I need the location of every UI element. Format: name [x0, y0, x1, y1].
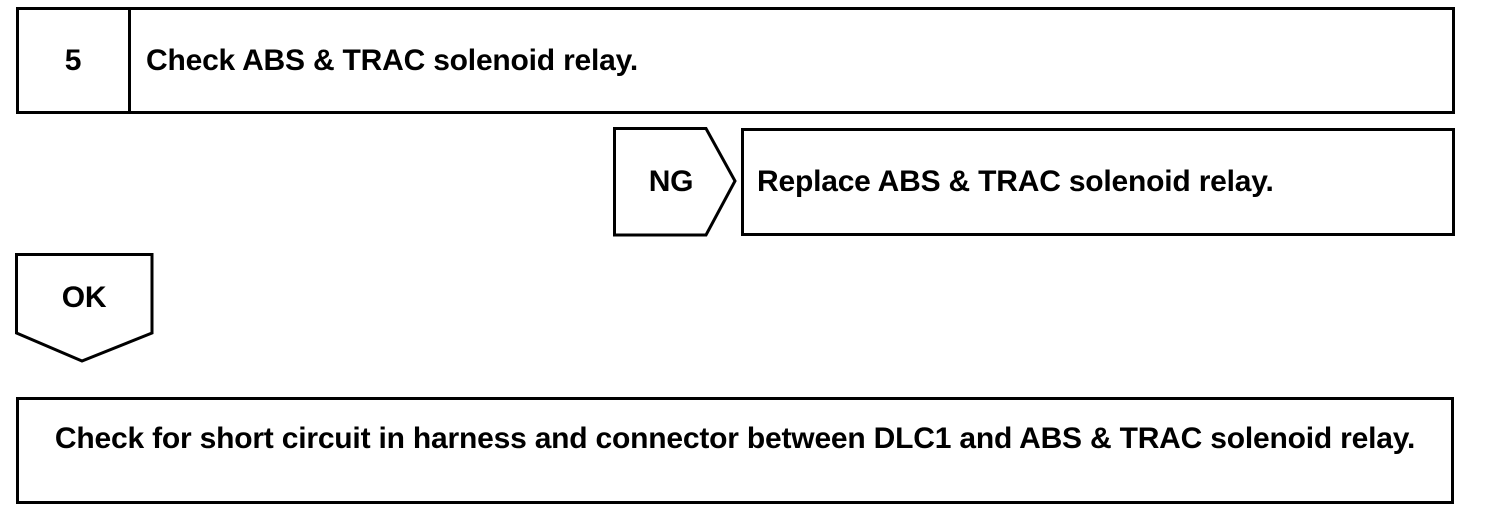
- ng-action-box: [741, 128, 1455, 236]
- next-step-text: Check for short circuit in harness and c…: [54, 422, 1416, 455]
- ng-action-text: Replace ABS & TRAC solenoid relay.: [757, 165, 1274, 198]
- next-step-box: [16, 397, 1454, 504]
- ok-arrow-tag: [15, 253, 154, 363]
- step-number: 5: [64, 43, 82, 77]
- step-divider: [128, 7, 131, 114]
- step-box: [16, 7, 1455, 114]
- ng-label: NG: [648, 165, 694, 198]
- ok-label: OK: [61, 281, 107, 314]
- step-title: Check ABS & TRAC solenoid relay.: [146, 43, 639, 77]
- ng-arrow-tag: [613, 127, 737, 237]
